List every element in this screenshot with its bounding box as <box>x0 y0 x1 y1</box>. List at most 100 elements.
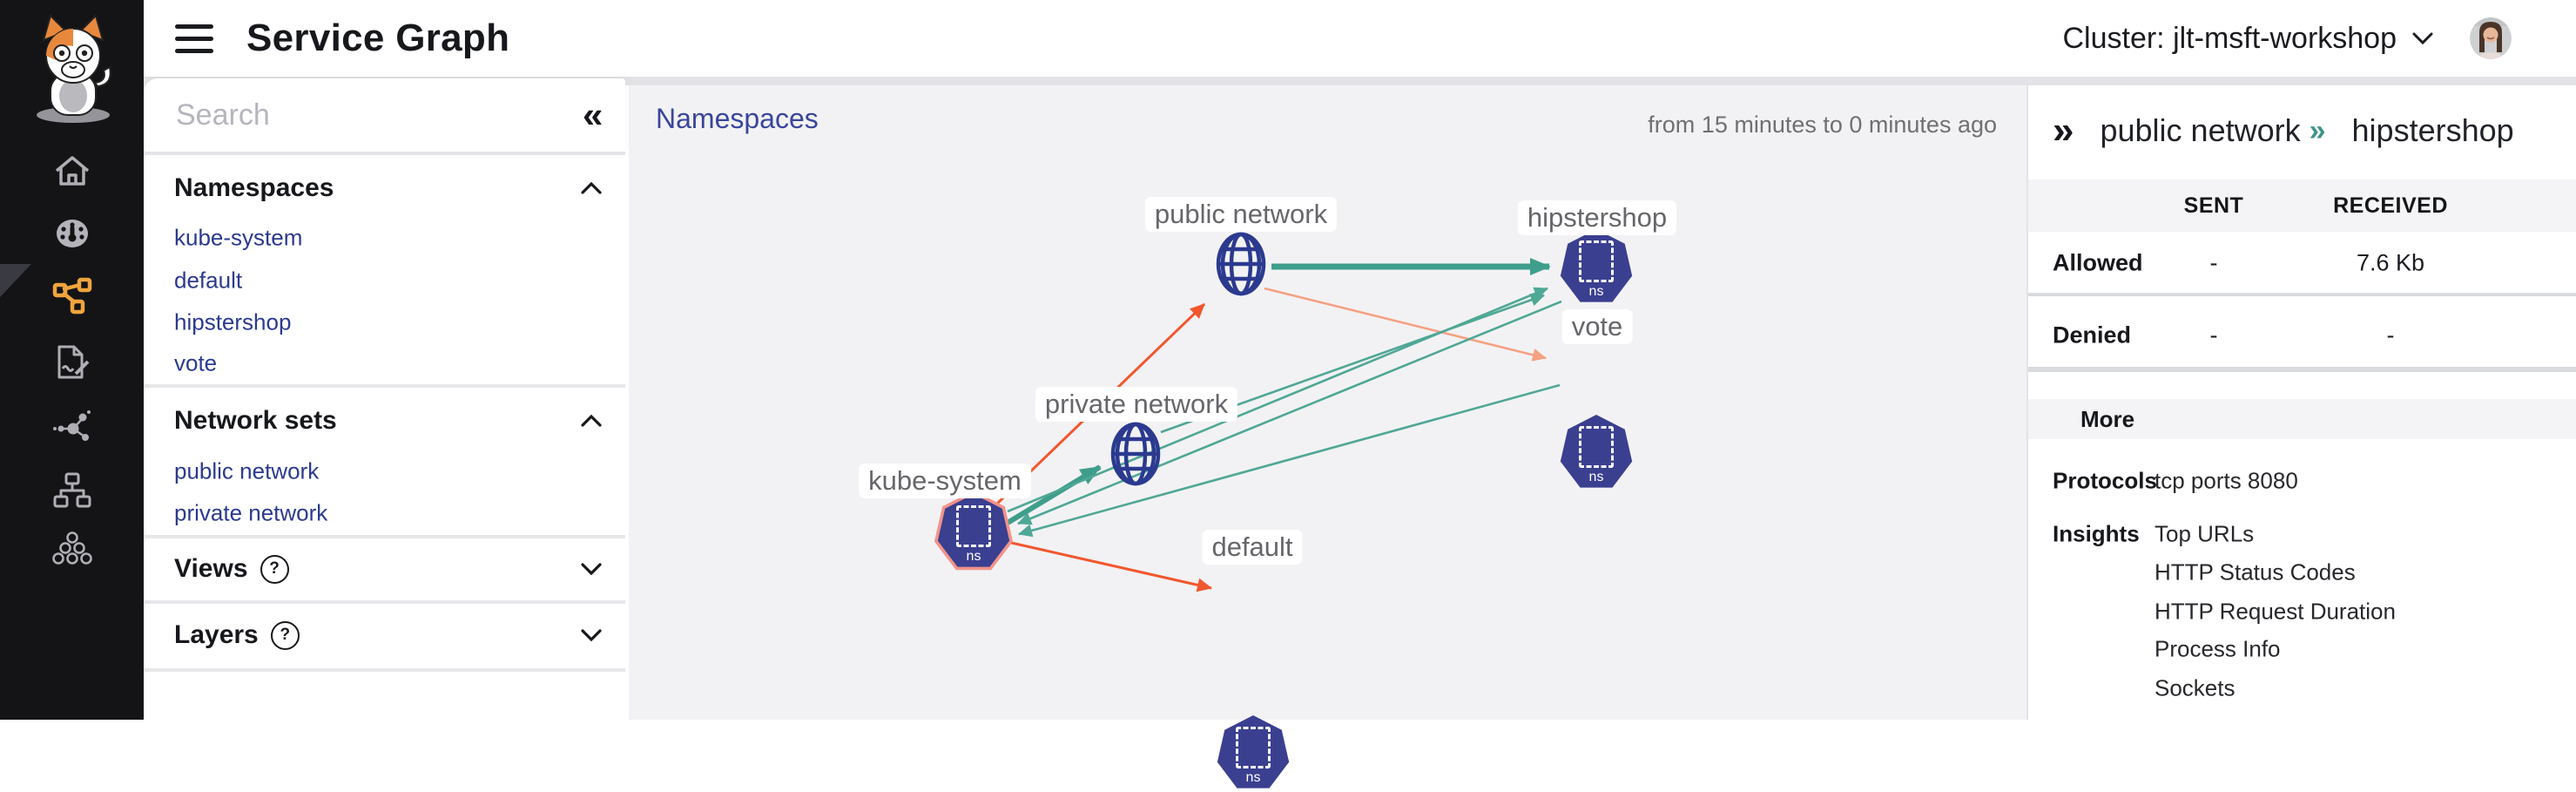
rail-hierarchy-button[interactable] <box>0 470 144 511</box>
section-header-views[interactable]: Views ? <box>174 547 603 591</box>
filter-sidebar: « Namespaces kube-system default hipster… <box>144 78 625 720</box>
allowed-received-value: 7.6 Kb <box>2356 249 2425 276</box>
sitemap-icon <box>53 472 91 508</box>
cluster-label: Cluster: jlt-msft-workshop <box>2062 21 2397 55</box>
node-label-kube-system[interactable]: kube-system <box>859 464 1031 498</box>
search-bar: « <box>144 78 625 153</box>
service-graph-icon <box>52 277 91 315</box>
column-header-received: RECEIVED <box>2333 193 2448 218</box>
gauge-icon <box>56 220 88 247</box>
source-node-name: public network <box>2100 112 2301 148</box>
insight-http-status-codes[interactable]: HTTP Status Codes <box>2155 558 2356 586</box>
page-title: Service Graph <box>246 17 510 59</box>
section-namespaces: Namespaces kube-system default hipstersh… <box>144 155 625 384</box>
document-edit-icon <box>57 345 89 379</box>
section-header-layers[interactable]: Layers ? <box>174 613 603 657</box>
ns-badge: ns <box>1245 770 1261 785</box>
section-network-sets: Network sets public network private netw… <box>144 388 625 535</box>
sidebar-item-public-network[interactable]: public network <box>174 457 320 484</box>
node-label-vote[interactable]: vote <box>1561 309 1633 344</box>
rail-report-button[interactable] <box>0 342 144 382</box>
chevron-up-icon <box>581 181 602 194</box>
user-photo-icon <box>2470 17 2512 59</box>
help-icon[interactable]: ? <box>270 620 300 650</box>
rail-dashboard-button[interactable] <box>0 213 144 254</box>
search-input[interactable] <box>174 97 563 133</box>
sidebar-item-vote[interactable]: vote <box>174 349 218 376</box>
sidebar-item-kube-system[interactable]: kube-system <box>174 224 303 251</box>
protocols-value: tcp ports 8080 <box>2155 467 2298 494</box>
top-bar: Service Graph Cluster: jlt-msft-workshop <box>144 0 2576 77</box>
section-divider <box>2028 367 2576 372</box>
denied-received-value: - <box>2386 322 2395 349</box>
cluster-selector[interactable]: Cluster: jlt-msft-workshop <box>2062 22 2433 56</box>
chevron-up-icon <box>581 414 602 427</box>
insight-sockets[interactable]: Sockets <box>2155 674 2235 701</box>
namespace-glyph <box>1579 426 1614 468</box>
section-layers: Layers ? <box>144 604 625 668</box>
collapse-sidebar-icon[interactable]: « <box>583 94 604 135</box>
node-label-private-network[interactable]: private network <box>1035 387 1238 422</box>
row-divider <box>2028 293 2576 296</box>
service-graph-canvas[interactable]: Namespaces from 15 minutes to 0 minutes … <box>629 85 2026 789</box>
namespace-glyph <box>956 505 991 547</box>
section-header-namespaces[interactable]: Namespaces <box>174 166 603 210</box>
chevron-down-icon <box>581 563 602 576</box>
graph-edges <box>995 258 1562 592</box>
namespace-glyph <box>1236 727 1271 768</box>
node-cluster-icon <box>51 531 92 565</box>
table-row-denied: Denied - - <box>2028 304 2576 367</box>
row-label: Denied <box>2053 322 2132 349</box>
chevron-down-icon <box>2412 32 2433 44</box>
help-icon[interactable]: ? <box>260 554 289 584</box>
node-label-public-network[interactable]: public network <box>1144 197 1338 232</box>
edge-vote-to-kube <box>1018 383 1561 538</box>
protocols-label: Protocols <box>2053 467 2157 494</box>
active-item-notch <box>0 264 31 297</box>
avatar[interactable] <box>2470 17 2512 59</box>
target-node-name: hipstershop <box>2351 112 2514 148</box>
time-range-label: from 15 minutes to 0 minutes ago <box>1648 112 1997 138</box>
sidebar-item-hipstershop[interactable]: hipstershop <box>174 308 292 335</box>
sidebar-item-default[interactable]: default <box>174 267 243 294</box>
insight-process-info[interactable]: Process Info <box>2155 635 2281 662</box>
rail-cluster-button[interactable] <box>0 529 144 569</box>
menu-button[interactable] <box>175 24 213 53</box>
section-header-network-sets[interactable]: Network sets <box>174 399 603 443</box>
column-header-sent: SENT <box>2183 193 2244 218</box>
table-row-allowed: Allowed - 7.6 Kb <box>2028 232 2576 294</box>
connection-details-panel: » public network » hipstershop SENT RECE… <box>2026 85 2576 720</box>
node-label-hipstershop[interactable]: hipstershop <box>1517 200 1677 235</box>
insight-http-request-duration[interactable]: HTTP Request Duration <box>2155 598 2396 625</box>
node-public-network[interactable] <box>1216 232 1266 296</box>
icon-rail <box>0 0 144 720</box>
expand-panel-icon[interactable]: » <box>2053 109 2074 152</box>
edge-kube-to-default <box>1007 540 1212 592</box>
edge-public-to-vote <box>1264 287 1547 362</box>
direction-chevron-icon: » <box>2309 114 2326 147</box>
namespace-glyph <box>1579 240 1614 282</box>
rail-home-button[interactable] <box>0 150 144 190</box>
more-section-header[interactable]: More <box>2028 399 2576 439</box>
insight-top-urls[interactable]: Top URLs <box>2155 520 2255 547</box>
graph-mode-title: Namespaces <box>656 103 819 134</box>
table-header-row: SENT RECEIVED <box>2028 179 2576 232</box>
molecule-icon <box>52 410 91 441</box>
home-icon <box>55 156 89 186</box>
node-label-default[interactable]: default <box>1202 530 1303 565</box>
sidebar-item-private-network[interactable]: private network <box>174 499 328 526</box>
more-label: More <box>2080 405 2135 432</box>
edge-hipstershop-to-kube <box>1017 300 1562 525</box>
ns-badge: ns <box>966 549 981 564</box>
ns-badge: ns <box>1588 284 1604 299</box>
node-kube-system[interactable]: ns <box>934 491 1014 571</box>
insights-label: Insights <box>2053 520 2140 547</box>
connection-breadcrumb: » public network » hipstershop <box>2053 85 2514 176</box>
node-private-network[interactable] <box>1110 422 1161 486</box>
rail-connections-button[interactable] <box>0 408 144 448</box>
node-default[interactable]: ns <box>1217 715 1290 789</box>
globe-icon <box>1110 422 1161 486</box>
rail-service-graph-button[interactable] <box>0 276 144 316</box>
namespace-hexagon: ns <box>937 494 1010 567</box>
kubeshark-logo[interactable] <box>0 3 144 125</box>
